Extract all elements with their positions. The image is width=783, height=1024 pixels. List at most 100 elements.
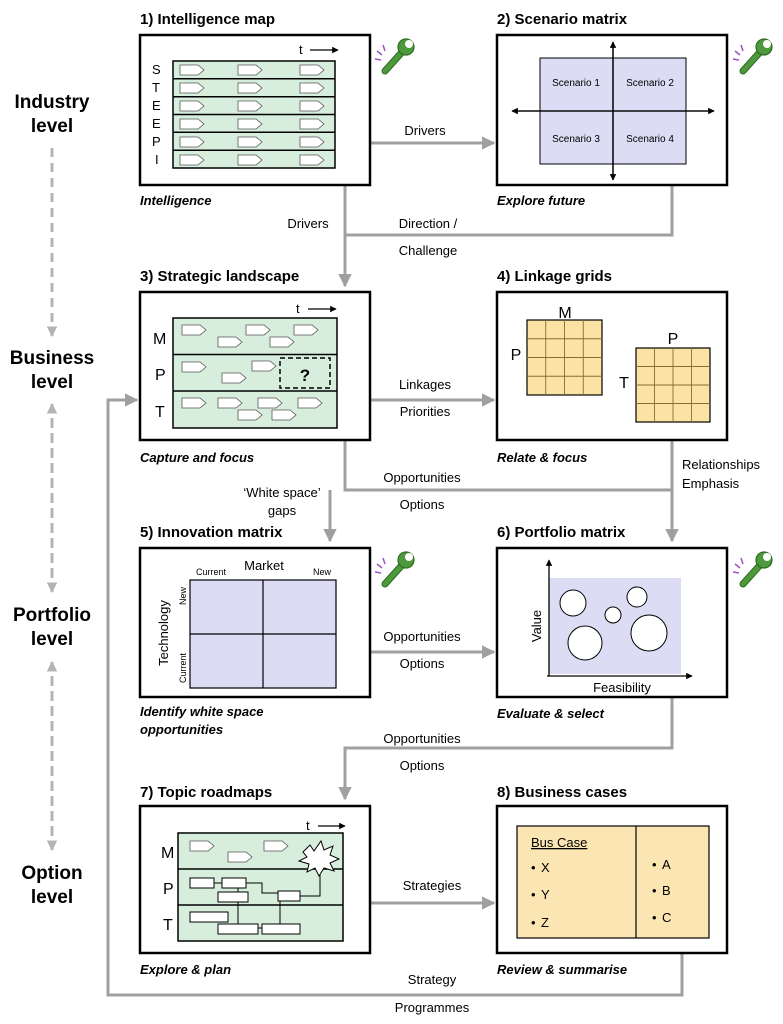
panel-innovation-matrix: 5) Innovation matrix Market Current New … — [138, 524, 372, 737]
svg-text:Opportunities: Opportunities — [383, 731, 461, 746]
panel-caption: Evaluate & select — [497, 706, 605, 721]
row-label: T — [152, 80, 160, 95]
row-label: P — [155, 367, 166, 384]
svg-text:Linkages: Linkages — [399, 377, 452, 392]
time-label: t — [296, 301, 300, 316]
panel-strategic-landscape: 3) Strategic landscape t M P T ? Capture… — [138, 268, 372, 465]
svg-text:level: level — [31, 116, 73, 137]
burst-icon — [297, 839, 341, 878]
svg-text:Strategy: Strategy — [408, 972, 457, 987]
market-label: Market — [244, 558, 284, 573]
panel-intelligence-map: 1) Intelligence map t S T E E P I — [138, 11, 372, 208]
row-label: P — [163, 881, 174, 898]
scenario-cell: Scenario 3 — [552, 134, 600, 145]
right-item: A — [662, 857, 671, 872]
svg-text:Options: Options — [400, 758, 445, 773]
roadmap-boxes — [189, 877, 301, 935]
svg-text:Priorities: Priorities — [400, 404, 451, 419]
svg-text:level: level — [31, 887, 73, 908]
steepi-grid: S T E E P I — [152, 60, 336, 169]
level-business: Business level — [10, 348, 94, 393]
current-label: Current — [178, 652, 188, 683]
panel-caption: opportunities — [140, 722, 223, 737]
flow-labels: Drivers Drivers Direction / Challenge Li… — [243, 123, 760, 1015]
bubbles — [559, 586, 668, 661]
level-portfolio: Portfolio level — [13, 605, 91, 650]
panel-linkage-grids: 4) Linkage grids M P P T Relate & focus — [495, 268, 729, 465]
svg-text:Drivers: Drivers — [287, 216, 329, 231]
x-axis-label: Feasibility — [593, 680, 651, 695]
svg-text:Opportunities: Opportunities — [383, 629, 461, 644]
row-label: T — [163, 917, 173, 934]
row-label: S — [152, 62, 161, 77]
row-label: T — [155, 404, 165, 421]
svg-text:•: • — [652, 910, 657, 925]
svg-text:level: level — [31, 372, 73, 393]
panel-caption: Capture and focus — [140, 450, 254, 465]
grid-top-label: P — [668, 331, 679, 348]
level-industry: Industry level — [15, 92, 90, 137]
svg-text:level: level — [31, 629, 73, 650]
linkage-grid-mp — [526, 319, 603, 396]
panel-title: 3) Strategic landscape — [140, 268, 299, 285]
svg-text:•: • — [652, 857, 657, 872]
flow-arrows — [106, 136, 684, 997]
svg-text:Options: Options — [400, 656, 445, 671]
svg-text:Option: Option — [21, 863, 82, 884]
panel-caption: Explore & plan — [140, 962, 231, 977]
wrench-icon — [375, 552, 414, 584]
svg-text:Industry: Industry — [15, 92, 90, 113]
left-item: Y — [541, 887, 550, 902]
panel-portfolio-matrix: 6) Portfolio matrix Feasibility Value Ev… — [495, 524, 729, 721]
linkage-grid-pt — [635, 347, 711, 423]
svg-text:Challenge: Challenge — [399, 243, 458, 258]
row-label: P — [152, 134, 161, 149]
row-label: M — [161, 845, 174, 862]
svg-text:Strategies: Strategies — [403, 878, 462, 893]
panel-title: 5) Innovation matrix — [140, 524, 283, 541]
business-case-heading: Bus Case — [531, 835, 587, 850]
scenario-cell: Scenario 4 — [626, 134, 674, 145]
svg-text:Direction /: Direction / — [399, 216, 458, 231]
current-label: Current — [196, 567, 227, 577]
new-label: New — [178, 587, 188, 606]
white-space-box — [279, 357, 331, 389]
level-option: Option level — [21, 863, 82, 908]
grid-left-label: P — [511, 347, 522, 364]
panel-caption: Relate & focus — [497, 450, 587, 465]
panel-caption: Identify white space — [140, 704, 264, 719]
svg-text:•: • — [531, 915, 536, 930]
new-label: New — [313, 567, 332, 577]
svg-text:gaps: gaps — [268, 503, 297, 518]
panel-title: 7) Topic roadmaps — [140, 784, 272, 801]
time-label: t — [299, 42, 303, 57]
panel-title: 2) Scenario matrix — [497, 11, 628, 28]
time-label: t — [306, 818, 310, 833]
grid-top-label: M — [558, 305, 571, 322]
technology-label: Technology — [156, 600, 171, 666]
panel-title: 1) Intelligence map — [140, 11, 275, 28]
wrench-icon — [375, 39, 414, 71]
panel-title: 8) Business cases — [497, 784, 627, 801]
panel-title: 4) Linkage grids — [497, 268, 612, 285]
right-item: C — [662, 910, 671, 925]
panel-business-cases: 8) Business cases Bus Case • X • Y • Z •… — [495, 784, 729, 977]
panel-topic-roadmaps: 7) Topic roadmaps t M P T Exp — [138, 784, 372, 977]
scenario-cell: Scenario 2 — [626, 78, 674, 89]
svg-text:Programmes: Programmes — [395, 1000, 470, 1015]
svg-text:Relationships: Relationships — [682, 457, 761, 472]
panel-caption: Explore future — [497, 193, 585, 208]
wrench-icon — [733, 552, 772, 584]
y-axis-label: Value — [529, 610, 544, 642]
svg-text:•: • — [531, 887, 536, 902]
panel-caption: Review & summarise — [497, 962, 627, 977]
svg-text:‘White space’: ‘White space’ — [243, 485, 320, 500]
panel-scenario-matrix: 2) Scenario matrix Scenario 1 Scenario 2… — [495, 11, 729, 208]
svg-text:•: • — [652, 883, 657, 898]
panel-caption: Intelligence — [140, 193, 212, 208]
row-label: M — [153, 331, 166, 348]
row-label: I — [155, 152, 159, 167]
question-mark: ? — [300, 366, 310, 385]
panel-title: 6) Portfolio matrix — [497, 524, 626, 541]
